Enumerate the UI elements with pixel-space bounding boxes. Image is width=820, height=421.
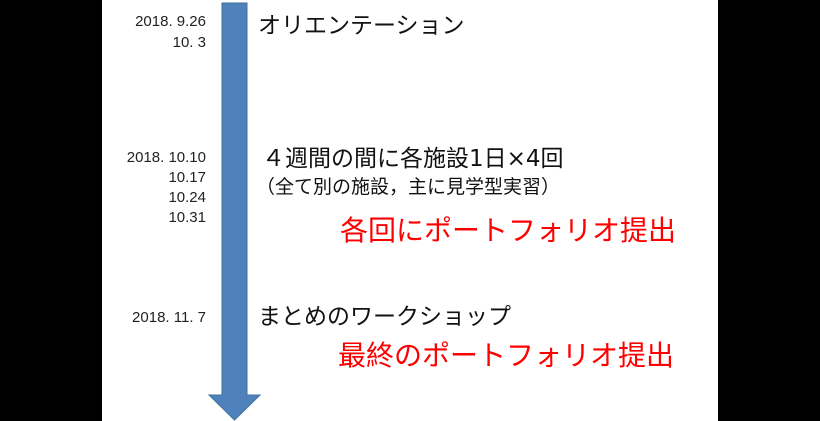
final-portfolio-note: 最終のポートフォリオ提出 <box>338 339 675 372</box>
date-label: 10.31 <box>168 209 206 226</box>
event-subtitle: （全て別の施設，主に見学型実習） <box>256 176 561 198</box>
date-label: 2018. 9.26 <box>135 13 206 30</box>
date-label: 2018. 10.10 <box>126 149 206 166</box>
date-label: 2018. 11. 7 <box>132 309 206 326</box>
event-title-workshop: まとめのワークショップ <box>258 304 511 330</box>
date-label: 10. 3 <box>172 34 206 51</box>
event-title-orientation: オリエンテーション <box>258 13 465 39</box>
date-label: 10.24 <box>168 189 206 206</box>
portfolio-note: 各回にポートフォリオ提出 <box>340 214 677 247</box>
slide: 2018. 9.26 10. 3 オリエンテーション 2018. 10.10 1… <box>102 0 718 421</box>
event-title-practicum: ４週間の間に各施設1日×4回 <box>262 146 564 172</box>
timeline-arrow-icon <box>207 2 262 421</box>
date-label: 10.17 <box>168 169 206 186</box>
